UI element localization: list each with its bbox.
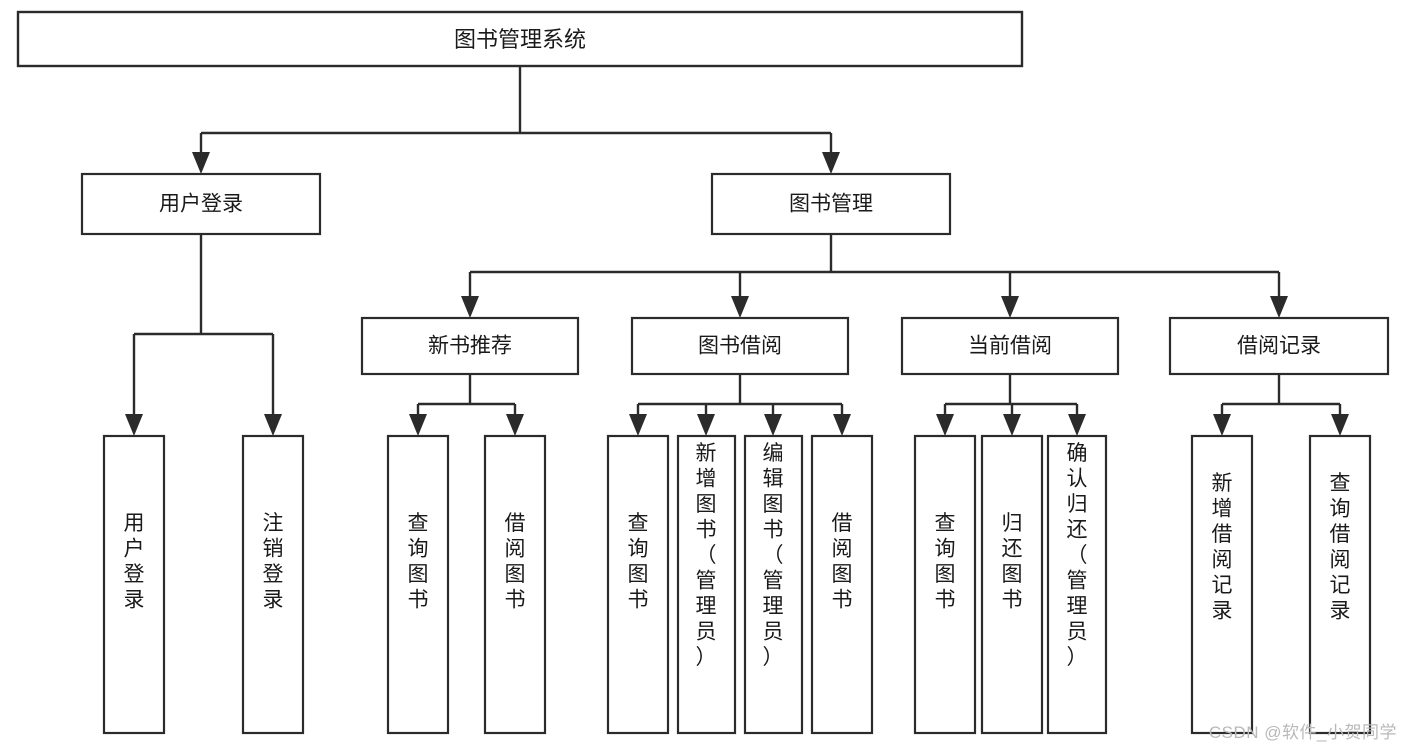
arrow-root-to-user-login — [192, 152, 210, 174]
leaf-query-book-2-box[interactable] — [606, 434, 670, 735]
leaves-layer: 用户登录 注销登录 查询图书 借阅图书 查询图书 新增图书（管理员） — [102, 434, 1372, 735]
user-login-label: 用户登录 — [159, 193, 243, 216]
arrow-to-borrow-record — [1270, 296, 1288, 318]
leaf-add-record-label: 新增借阅记录 — [1212, 472, 1233, 623]
leaf-borrow-book-1-box[interactable] — [483, 434, 547, 735]
arrow-to-leaf-add-record — [1213, 414, 1231, 436]
leaf-borrow-book-1-label: 借阅图书 — [505, 512, 526, 612]
node-leaf-borrow-book-2[interactable]: 借阅图书 — [810, 434, 874, 735]
leaf-add-record-box[interactable] — [1190, 434, 1254, 735]
root-box[interactable] — [16, 10, 1024, 68]
book-borrow-box[interactable] — [630, 316, 850, 376]
csdn-watermark: CSDN @软件_小贺同学 — [1208, 723, 1397, 742]
leaf-edit-book-label: 编辑图书（管理员） — [763, 442, 784, 669]
borrow-record-label: 借阅记录 — [1237, 335, 1321, 358]
leaf-query-book-3-label: 查询图书 — [935, 512, 956, 612]
node-leaf-return-book[interactable]: 归还图书 — [980, 434, 1044, 735]
leaf-logout-box[interactable] — [241, 434, 305, 735]
leaf-query-book-3-box[interactable] — [913, 434, 977, 735]
leaf-add-book-box[interactable] — [676, 434, 737, 735]
leaf-return-book-label: 归还图书 — [1002, 512, 1023, 612]
current-borrow-label: 当前借阅 — [968, 335, 1052, 358]
node-book-borrow[interactable]: 图书借阅 — [630, 316, 850, 376]
node-leaf-borrow-book-1[interactable]: 借阅图书 — [483, 434, 547, 735]
edges-layer — [125, 66, 1349, 436]
arrow-to-leaf-query-book-2 — [629, 414, 647, 436]
arrow-to-leaf-edit-book — [764, 414, 782, 436]
leaf-confirm-return-box[interactable] — [1046, 434, 1108, 735]
arrow-to-leaf-add-book — [697, 414, 715, 436]
node-leaf-add-record[interactable]: 新增借阅记录 — [1190, 434, 1254, 735]
arrow-to-leaf-return-book — [1003, 414, 1021, 436]
arrow-to-leaf-borrow-book-1 — [506, 414, 524, 436]
arrow-to-leaf-confirm-return — [1068, 414, 1086, 436]
arrow-to-new-book-rec — [461, 296, 479, 318]
node-leaf-query-book-1[interactable]: 查询图书 — [386, 434, 450, 735]
user-login-box[interactable] — [80, 172, 322, 236]
new-book-rec-box[interactable] — [360, 316, 580, 376]
node-leaf-query-book-3[interactable]: 查询图书 — [913, 434, 977, 735]
leaf-borrow-book-2-label: 借阅图书 — [832, 512, 853, 612]
node-user-login[interactable]: 用户登录 — [80, 172, 322, 236]
leaf-query-book-2-label: 查询图书 — [628, 512, 649, 612]
node-leaf-edit-book[interactable]: 编辑图书（管理员） — [743, 434, 804, 735]
node-borrow-record[interactable]: 借阅记录 — [1168, 316, 1390, 376]
node-book-manage[interactable]: 图书管理 — [710, 172, 952, 236]
leaf-borrow-book-2-box[interactable] — [810, 434, 874, 735]
node-leaf-logout[interactable]: 注销登录 — [241, 434, 305, 735]
leaf-confirm-return-label: 确认归还（管理员） — [1067, 442, 1088, 669]
arrow-to-leaf-borrow-book-2 — [833, 414, 851, 436]
arrow-to-leaf-query-book-1 — [409, 414, 427, 436]
node-current-borrow[interactable]: 当前借阅 — [900, 316, 1120, 376]
arrow-to-leaf-query-record — [1331, 414, 1349, 436]
node-leaf-add-book[interactable]: 新增图书（管理员） — [676, 434, 737, 735]
leaf-user-login-box[interactable] — [102, 434, 166, 735]
node-leaf-confirm-return[interactable]: 确认归还（管理员） — [1046, 434, 1108, 735]
arrow-root-to-book-manage — [822, 152, 840, 174]
leaf-query-record-box[interactable] — [1308, 434, 1372, 735]
book-borrow-label: 图书借阅 — [698, 335, 782, 358]
node-root[interactable]: 图书管理系统 — [16, 10, 1024, 68]
node-new-book-rec[interactable]: 新书推荐 — [360, 316, 580, 376]
new-book-rec-label: 新书推荐 — [428, 335, 512, 358]
arrow-to-current-borrow — [1001, 296, 1019, 318]
leaf-return-book-box[interactable] — [980, 434, 1044, 735]
node-leaf-query-record[interactable]: 查询借阅记录 — [1308, 434, 1372, 735]
borrow-record-box[interactable] — [1168, 316, 1390, 376]
arrow-to-leaf-user-login — [125, 414, 143, 436]
leaf-query-book-1-box[interactable] — [386, 434, 450, 735]
leaf-query-book-1-label: 查询图书 — [408, 512, 429, 612]
arrow-to-leaf-logout — [264, 414, 282, 436]
arrow-to-book-borrow — [731, 296, 749, 318]
leaf-add-book-label: 新增图书（管理员） — [696, 442, 717, 669]
node-leaf-query-book-2[interactable]: 查询图书 — [606, 434, 670, 735]
book-manage-box[interactable] — [710, 172, 952, 236]
leaf-edit-book-box[interactable] — [743, 434, 804, 735]
current-borrow-box[interactable] — [900, 316, 1120, 376]
leaf-user-login-label: 用户登录 — [124, 512, 145, 612]
arrow-to-leaf-query-book-3 — [936, 414, 954, 436]
node-leaf-user-login[interactable]: 用户登录 — [102, 434, 166, 735]
root-label: 图书管理系统 — [454, 27, 586, 52]
leaf-query-record-label: 查询借阅记录 — [1330, 472, 1351, 623]
book-manage-label: 图书管理 — [789, 193, 873, 216]
leaf-logout-label: 注销登录 — [263, 512, 284, 612]
